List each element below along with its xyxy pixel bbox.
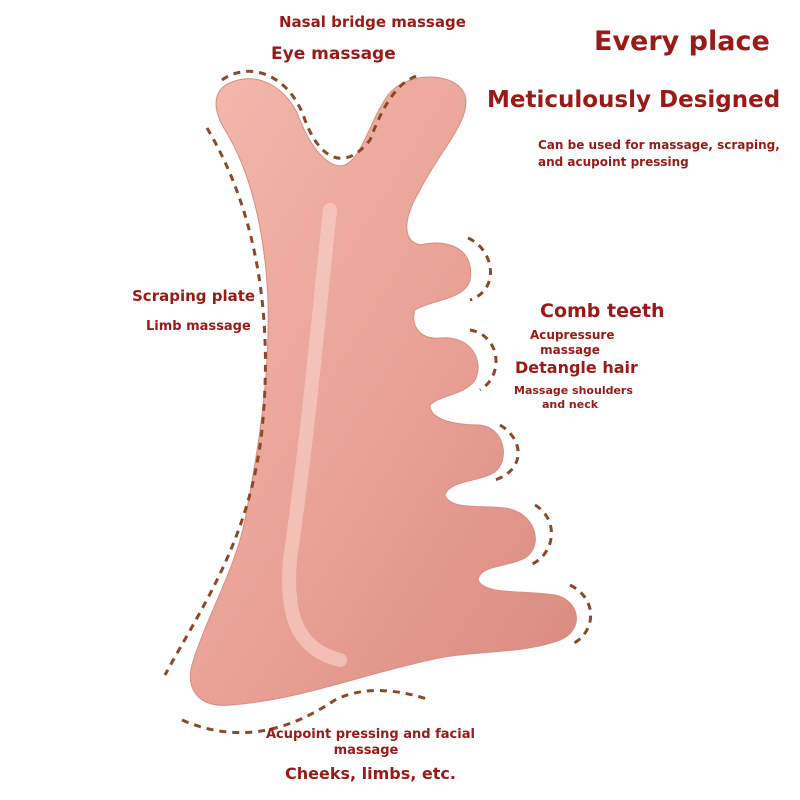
label-nasal-bridge: Nasal bridge massage bbox=[279, 13, 466, 31]
label-acupressure-2: massage bbox=[540, 343, 600, 357]
label-comb-teeth: Comb teeth bbox=[540, 300, 665, 322]
tool-highlight bbox=[282, 203, 347, 667]
label-acupoint-2: massage bbox=[333, 743, 399, 758]
label-detangle-hair: Detangle hair bbox=[515, 358, 638, 377]
label-eye-massage: Eye massage bbox=[271, 44, 396, 64]
label-cheeks-limbs: Cheeks, limbs, etc. bbox=[285, 764, 456, 783]
label-shoulders-2: and neck bbox=[541, 398, 599, 411]
label-shoulders-1: Massage shoulders bbox=[514, 384, 633, 397]
headline-sub-1: Can be used for massage, scraping, bbox=[538, 138, 780, 152]
label-limb-massage: Limb massage bbox=[146, 319, 251, 334]
headline-designed: Meticulously Designed bbox=[487, 87, 781, 113]
headline-sub-2: and acupoint pressing bbox=[538, 155, 689, 169]
label-acupoint-1: Acupoint pressing and facial bbox=[266, 727, 475, 742]
label-scraping-plate: Scraping plate bbox=[132, 287, 256, 305]
label-acupressure-1: Acupressure bbox=[530, 328, 615, 342]
headline-every-place: Every place bbox=[594, 26, 770, 57]
dashed-outlines bbox=[163, 69, 593, 735]
